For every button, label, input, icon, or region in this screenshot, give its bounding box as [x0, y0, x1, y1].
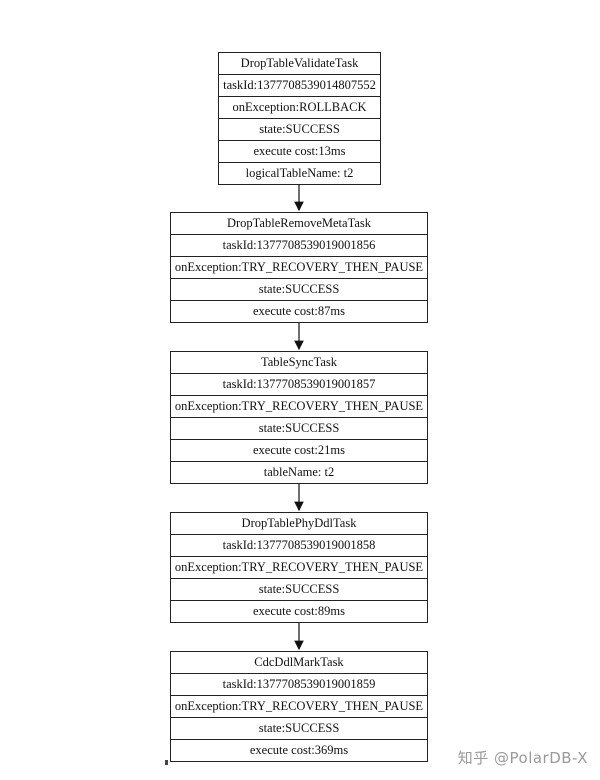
task-title: TableSyncTask [171, 352, 427, 374]
task-state: state:SUCCESS [171, 718, 427, 740]
watermark: 知乎 @PolarDB-X [457, 749, 588, 767]
task-node-drop-table-validate: DropTableValidateTask taskId:13777085390… [218, 52, 381, 185]
task-title: DropTableValidateTask [219, 53, 380, 75]
task-state: state:SUCCESS [171, 579, 427, 601]
task-logical-table-name: logicalTableName: t2 [245, 166, 354, 180]
task-on-exception: onException:TRY_RECOVERY_THEN_PAUSE [171, 257, 427, 279]
task-on-exception: onException:ROLLBACK [219, 97, 380, 119]
task-state: state:SUCCESS [171, 279, 427, 301]
task-on-exception: onException:TRY_RECOVERY_THEN_PAUSE [171, 557, 427, 579]
task-id: taskId:1377708539019001859 [171, 674, 427, 696]
task-state: state:SUCCESS [171, 418, 427, 440]
task-execute-cost: execute cost:21ms [171, 440, 427, 462]
task-state: state:SUCCESS [219, 119, 380, 141]
task-title: CdcDdlMarkTask [171, 652, 427, 674]
task-execute-cost: execute cost:13ms [219, 141, 380, 163]
task-id: taskId:1377708539019001857 [171, 374, 427, 396]
task-title: DropTablePhyDdlTask [171, 513, 427, 535]
task-node-cdc-ddl-mark: CdcDdlMarkTask taskId:137770853901900185… [170, 651, 428, 762]
task-execute-cost: execute cost:369ms [249, 743, 349, 757]
task-id: taskId:1377708539014807552 [219, 75, 380, 97]
task-id: taskId:1377708539019001858 [171, 535, 427, 557]
task-on-exception: onException:TRY_RECOVERY_THEN_PAUSE [171, 396, 427, 418]
task-node-table-sync: TableSyncTask taskId:1377708539019001857… [170, 351, 428, 484]
task-execute-cost: execute cost:89ms [253, 604, 345, 618]
task-table-name: tableName: t2 [263, 465, 335, 479]
task-on-exception: onException:TRY_RECOVERY_THEN_PAUSE [171, 696, 427, 718]
task-title: DropTableRemoveMetaTask [171, 213, 427, 235]
task-node-drop-table-remove-meta: DropTableRemoveMetaTask taskId:137770853… [170, 212, 428, 323]
task-execute-cost: execute cost:87ms [253, 304, 345, 318]
corner-mark [165, 760, 168, 765]
task-node-drop-table-phy-ddl: DropTablePhyDdlTask taskId:1377708539019… [170, 512, 428, 623]
task-id: taskId:1377708539019001856 [171, 235, 427, 257]
